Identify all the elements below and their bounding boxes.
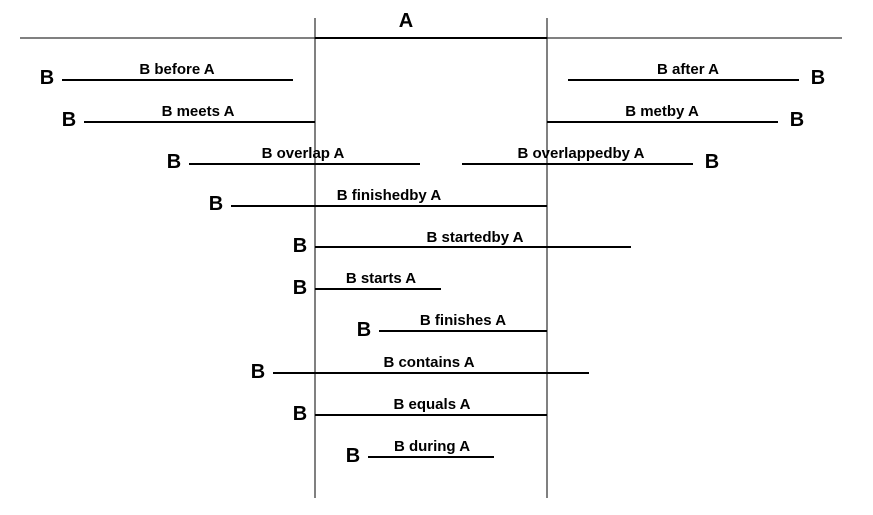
- during-label: B during A: [394, 438, 470, 455]
- finishes-b-marker: B: [357, 319, 371, 341]
- startedby-b-marker: B: [293, 235, 307, 257]
- startedby-label: B startedby A: [427, 229, 524, 246]
- during-b-marker: B: [346, 445, 360, 467]
- equals-label: B equals A: [394, 396, 471, 413]
- starts-label: B starts A: [346, 270, 416, 287]
- metby-b-marker: B: [790, 109, 804, 131]
- contains-b-marker: B: [251, 361, 265, 383]
- overlap-b-marker: B: [167, 151, 181, 173]
- meets-label: B meets A: [162, 103, 235, 120]
- finishedby-b-marker: B: [209, 193, 223, 215]
- equals-b-marker: B: [293, 403, 307, 425]
- overlappedby-b-marker: B: [705, 151, 719, 173]
- before-label: B before A: [139, 61, 214, 78]
- interval-a-label: A: [399, 10, 413, 32]
- after-label: B after A: [657, 61, 719, 78]
- meets-b-marker: B: [62, 109, 76, 131]
- after-b-marker: B: [811, 67, 825, 89]
- overlappedby-label: B overlappedby A: [518, 145, 645, 162]
- finishes-label: B finishes A: [420, 312, 506, 329]
- finishedby-label: B finishedby A: [337, 187, 442, 204]
- before-b-marker: B: [40, 67, 54, 89]
- starts-b-marker: B: [293, 277, 307, 299]
- metby-label: B metby A: [625, 103, 699, 120]
- overlap-label: B overlap A: [262, 145, 345, 162]
- contains-label: B contains A: [383, 354, 474, 371]
